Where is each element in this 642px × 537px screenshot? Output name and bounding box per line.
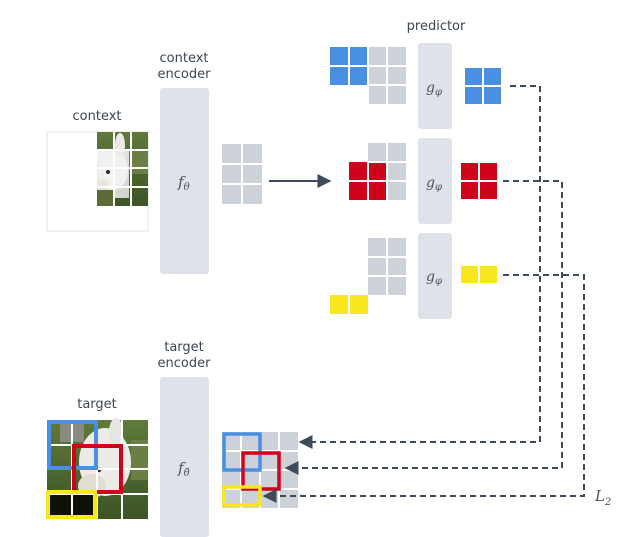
context-encoder-block <box>160 88 209 274</box>
prediction-blue <box>465 68 501 104</box>
l2-line-yellow <box>262 274 585 503</box>
predictor-symbol-3: gφ <box>426 269 442 287</box>
target-encoder-block <box>160 377 209 537</box>
target-block-yellow-outline <box>46 490 97 519</box>
predictor-input-yellow <box>330 238 406 314</box>
predictor-label: predictor <box>407 19 466 34</box>
predictor-symbol-1: gφ <box>426 80 442 98</box>
l2-line-blue <box>298 85 541 449</box>
target-label: target <box>77 397 117 412</box>
context-encoder-symbol: fθ <box>177 173 190 193</box>
target-embedding-grid <box>222 432 298 508</box>
context-encoder-label-line1: context <box>160 51 209 66</box>
l2-connections <box>262 85 585 503</box>
predictor-input-blue <box>330 47 406 104</box>
target-encoder-label-line1: target <box>164 340 204 355</box>
predictor-block-2 <box>418 138 452 224</box>
target-encoder-symbol: fθ̄ <box>177 459 190 479</box>
target-embedding-yellow-outline <box>222 485 262 507</box>
l2-loss-label: L2 <box>594 487 611 508</box>
target-block-red-outline <box>72 444 123 494</box>
predictor-block-3 <box>418 233 452 319</box>
predictor-symbol-2: gφ <box>426 175 442 193</box>
predictor-block-1 <box>418 43 452 129</box>
context-label: context <box>73 109 122 124</box>
target-image <box>46 418 148 519</box>
context-grid <box>97 132 148 206</box>
prediction-red <box>461 163 497 199</box>
target-encoder-label-line2: encoder <box>158 356 212 371</box>
prediction-yellow <box>461 266 497 283</box>
context-encoder-label-line2: encoder <box>158 67 212 82</box>
context-image <box>46 131 149 232</box>
l2-line-red <box>284 180 563 475</box>
predictor-input-red <box>349 143 406 200</box>
context-embedding-grid <box>222 144 262 204</box>
